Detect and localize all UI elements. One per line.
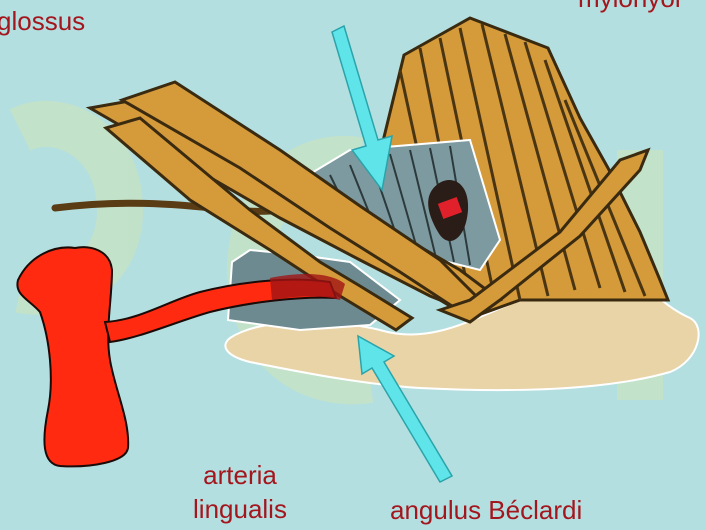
label-lingualis: lingualis <box>182 495 298 523</box>
label-arteria-lingualis: arteria lingualis <box>182 461 298 523</box>
label-mylohyoideus: mylohyoi <box>578 0 681 12</box>
label-angulus-beclardi: angulus Béclardi <box>390 496 582 524</box>
artery-trunk <box>17 247 128 466</box>
label-hyoglossus: glossus <box>0 7 85 35</box>
label-arteria: arteria <box>182 461 298 489</box>
